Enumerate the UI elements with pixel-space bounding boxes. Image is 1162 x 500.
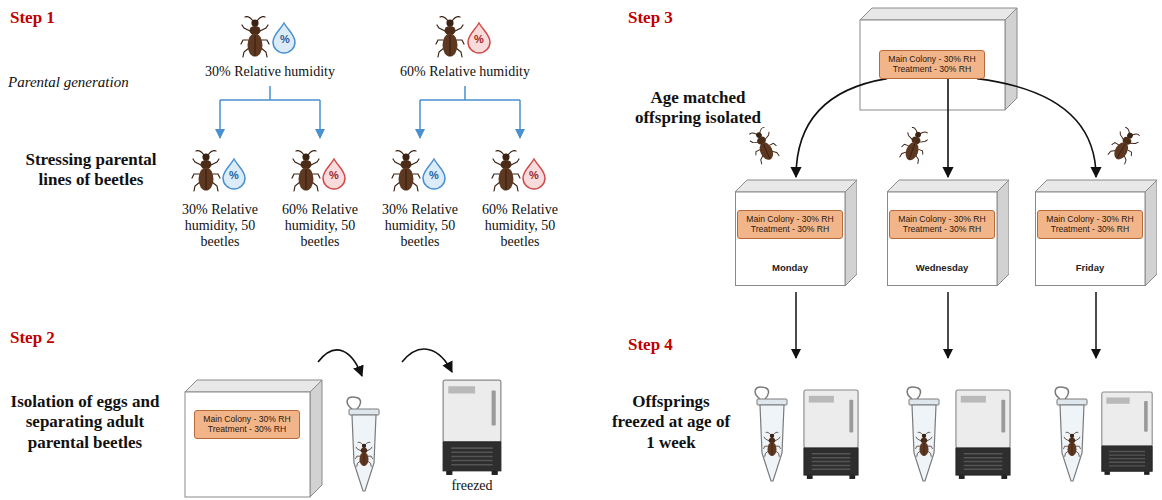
row-caption: Parental generation bbox=[8, 74, 158, 91]
group-label: 30% Relative humidity, 50 beetles bbox=[175, 202, 265, 250]
section-heading: Age matched offspring isolated bbox=[628, 88, 768, 129]
day-label: Wednesday bbox=[887, 262, 997, 273]
group-label: 60% Relative humidity, 50 beetles bbox=[475, 202, 565, 250]
colony-tag: Main Colony - 30% RH Treatment - 30% RH bbox=[194, 410, 300, 439]
humidity-symbol: % bbox=[466, 33, 492, 46]
tag-text: Main Colony - 30% RH Treatment - 30% RH bbox=[898, 214, 985, 234]
humidity-symbol: % bbox=[221, 169, 247, 182]
day-label: Monday bbox=[735, 262, 845, 273]
colony-tag: Main Colony - 30% RH Treatment - 30% RH bbox=[737, 210, 843, 239]
colony-box: Friday Main Colony - 30% RH Treatment - 3… bbox=[1035, 178, 1157, 286]
tag-text: Main Colony - 30% RH Treatment - 30% RH bbox=[203, 414, 290, 434]
group-label: 60% Relative humidity, 50 beetles bbox=[275, 202, 365, 250]
section-heading: Offsprings freezed at age of 1 week bbox=[606, 392, 736, 453]
isolation-arrow bbox=[796, 79, 887, 177]
colony-box: Wednesday Main Colony - 30% RH Treatment … bbox=[887, 178, 1009, 286]
tag-text: Main Colony - 30% RH Treatment - 30% RH bbox=[746, 214, 833, 234]
humidity-symbol: % bbox=[321, 169, 347, 182]
tag-text: Main Colony - 30% RH Treatment - 30% RH bbox=[888, 54, 975, 74]
step-heading: Step 4 bbox=[628, 335, 708, 355]
tag-text: Main Colony - 30% RH Treatment - 30% RH bbox=[1046, 214, 1133, 234]
humidity-label: 30% Relative humidity bbox=[190, 64, 350, 80]
humidity-symbol: % bbox=[272, 33, 298, 46]
group-label: 30% Relative humidity, 50 beetles bbox=[375, 202, 465, 250]
colony-tag: Main Colony - 30% RH Treatment - 30% RH bbox=[1037, 210, 1143, 239]
isolation-arrow bbox=[977, 79, 1096, 177]
colony-tag: Main Colony - 30% RH Treatment - 30% RH bbox=[879, 50, 985, 79]
humidity-symbol: % bbox=[521, 169, 547, 182]
step-heading: Step 1 bbox=[10, 8, 90, 28]
section-heading: Isolation of eggs and separating adult p… bbox=[10, 392, 160, 453]
step-heading: Step 2 bbox=[10, 328, 90, 348]
day-label: Friday bbox=[1035, 262, 1145, 273]
humidity-label: 60% Relative humidity bbox=[385, 64, 545, 80]
isolation-arrow bbox=[947, 79, 949, 177]
section-heading: Stressing parental lines of beetles bbox=[12, 150, 170, 191]
freezer-label: freezed bbox=[432, 478, 512, 494]
colony-tag: Main Colony - 30% RH Treatment - 30% RH bbox=[889, 210, 995, 239]
colony-box: Monday Main Colony - 30% RH Treatment - 3… bbox=[735, 178, 857, 286]
humidity-symbol: % bbox=[421, 169, 447, 182]
step-heading: Step 3 bbox=[628, 8, 708, 28]
